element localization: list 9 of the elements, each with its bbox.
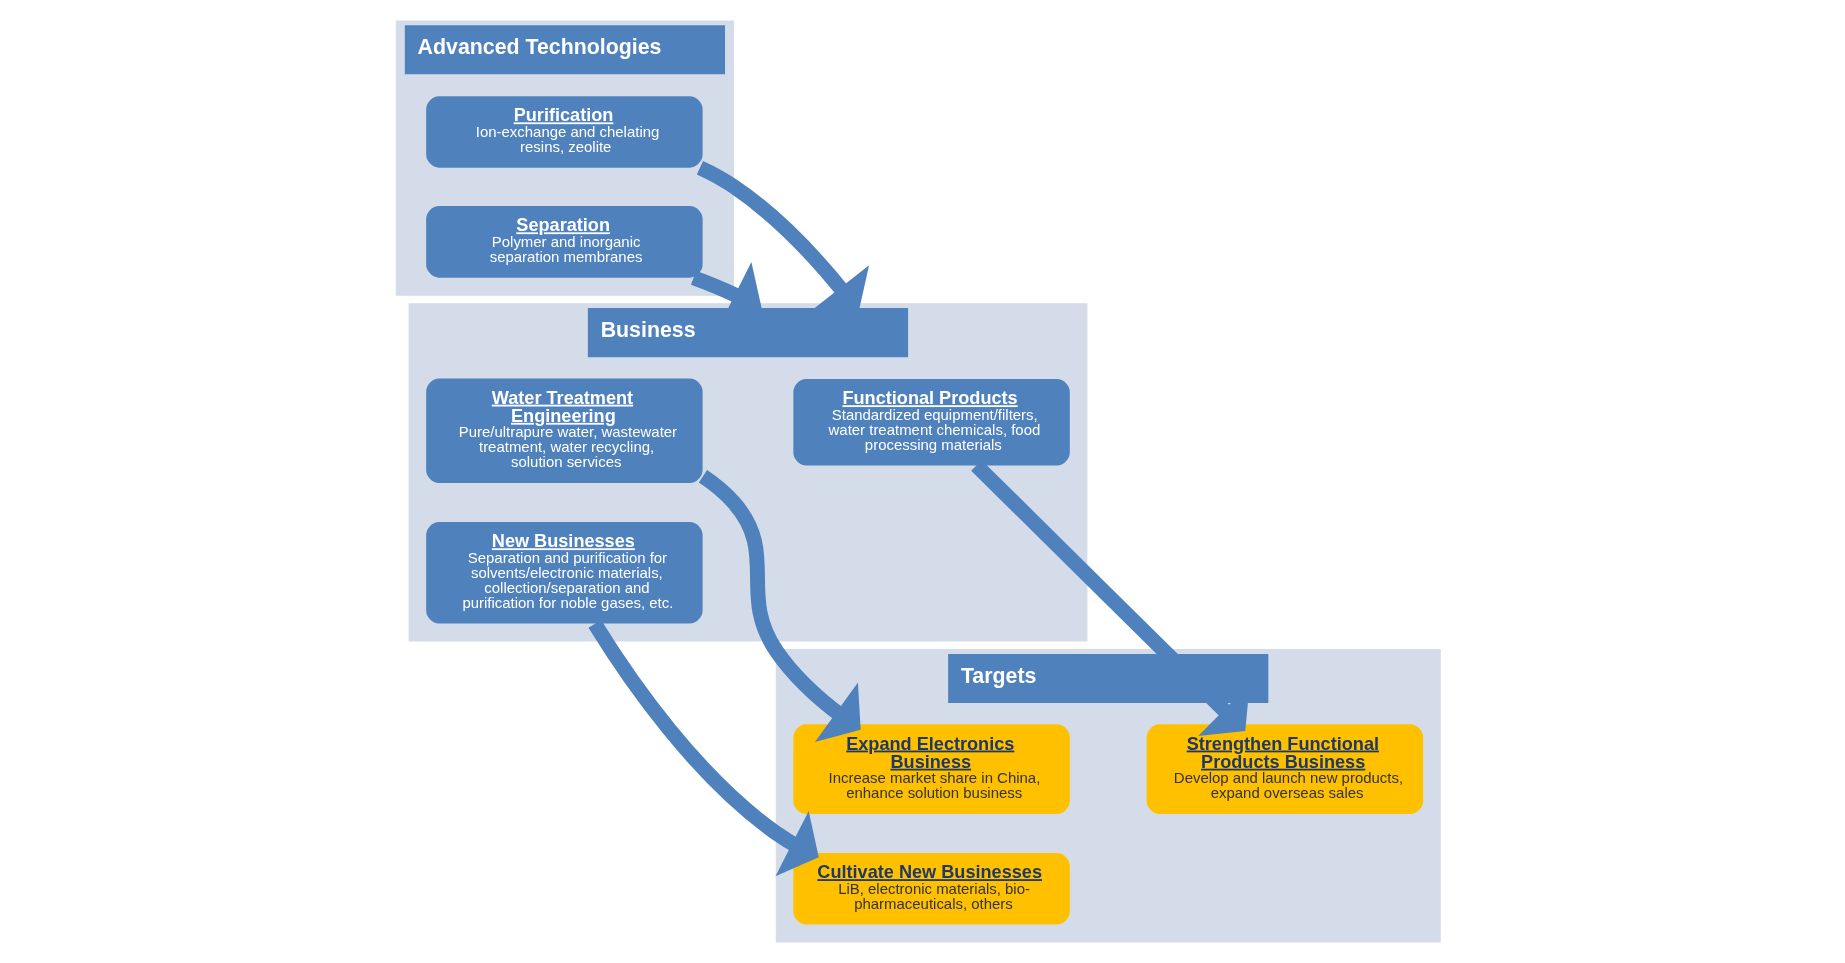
node-box: Purification Ion-exchange and chelating resins, zeolite: [426, 96, 703, 168]
node-box: Strengthen Functional Products Business Develop and launch new products, expand overseas sales: [1146, 724, 1424, 814]
node-box: Separation Polymer and inorganic separation membranes: [426, 206, 703, 278]
node-box: Cultivate New Businesses LiB, electronic materials, bio-pharmaceuticals, others: [793, 852, 1070, 925]
arrow: [698, 470, 861, 742]
node-box: New Businesses Separation and purification for solvents/electronic materials, collection/separation and purification for noble gases, etc.: [426, 522, 703, 624]
node-box: Functional Products Standardized equipment/filters, water treatment chemicals, food processing materials: [793, 379, 1070, 466]
node-box: Water Treatment Engineering Pure/ultrapure water, wastewater treatment, water recycling, solution services: [426, 378, 703, 484]
node-box: Expand Electronics Business Increase market share in China, enhance solution business: [793, 724, 1070, 814]
